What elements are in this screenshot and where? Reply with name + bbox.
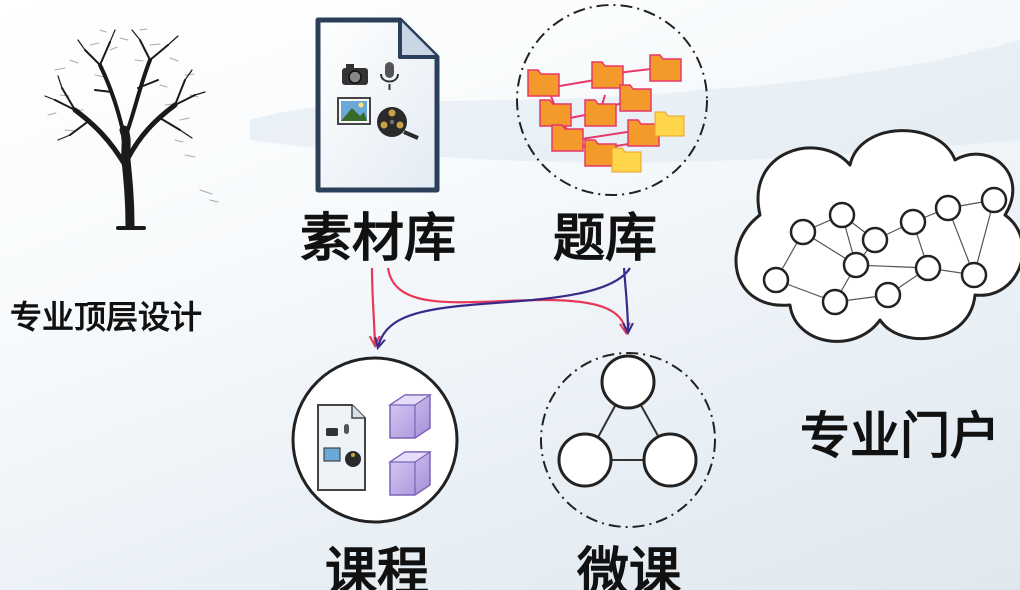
arrow-questionbank-to-microcourse xyxy=(624,267,628,332)
document-icon xyxy=(315,17,440,193)
tree-icon xyxy=(44,28,219,230)
image-icon xyxy=(337,97,371,125)
network-cloud-icon xyxy=(734,129,1020,343)
arrow-material-to-course xyxy=(372,267,375,345)
cube-icon xyxy=(388,394,432,496)
folder-icons xyxy=(527,54,685,173)
label-micro-course: 微课 xyxy=(577,543,682,590)
arrow-questionbank-to-course xyxy=(378,267,631,347)
flow-arrows xyxy=(372,267,631,347)
label-material-library: 素材库 xyxy=(300,209,457,269)
micro-course-icon xyxy=(540,352,716,528)
film-reel-icon xyxy=(377,107,419,140)
label-question-bank: 题库 xyxy=(553,209,658,269)
folder-hierarchy-icon xyxy=(516,4,708,196)
arrow-material-to-microcourse xyxy=(386,267,626,332)
course-icon xyxy=(291,356,459,524)
label-top-design: 专业顶层设计 xyxy=(10,298,203,336)
label-portal: 专业门户 xyxy=(800,407,1000,465)
microphone-icon xyxy=(380,62,399,90)
label-course: 课程 xyxy=(325,543,430,590)
camera-icon xyxy=(342,64,368,85)
